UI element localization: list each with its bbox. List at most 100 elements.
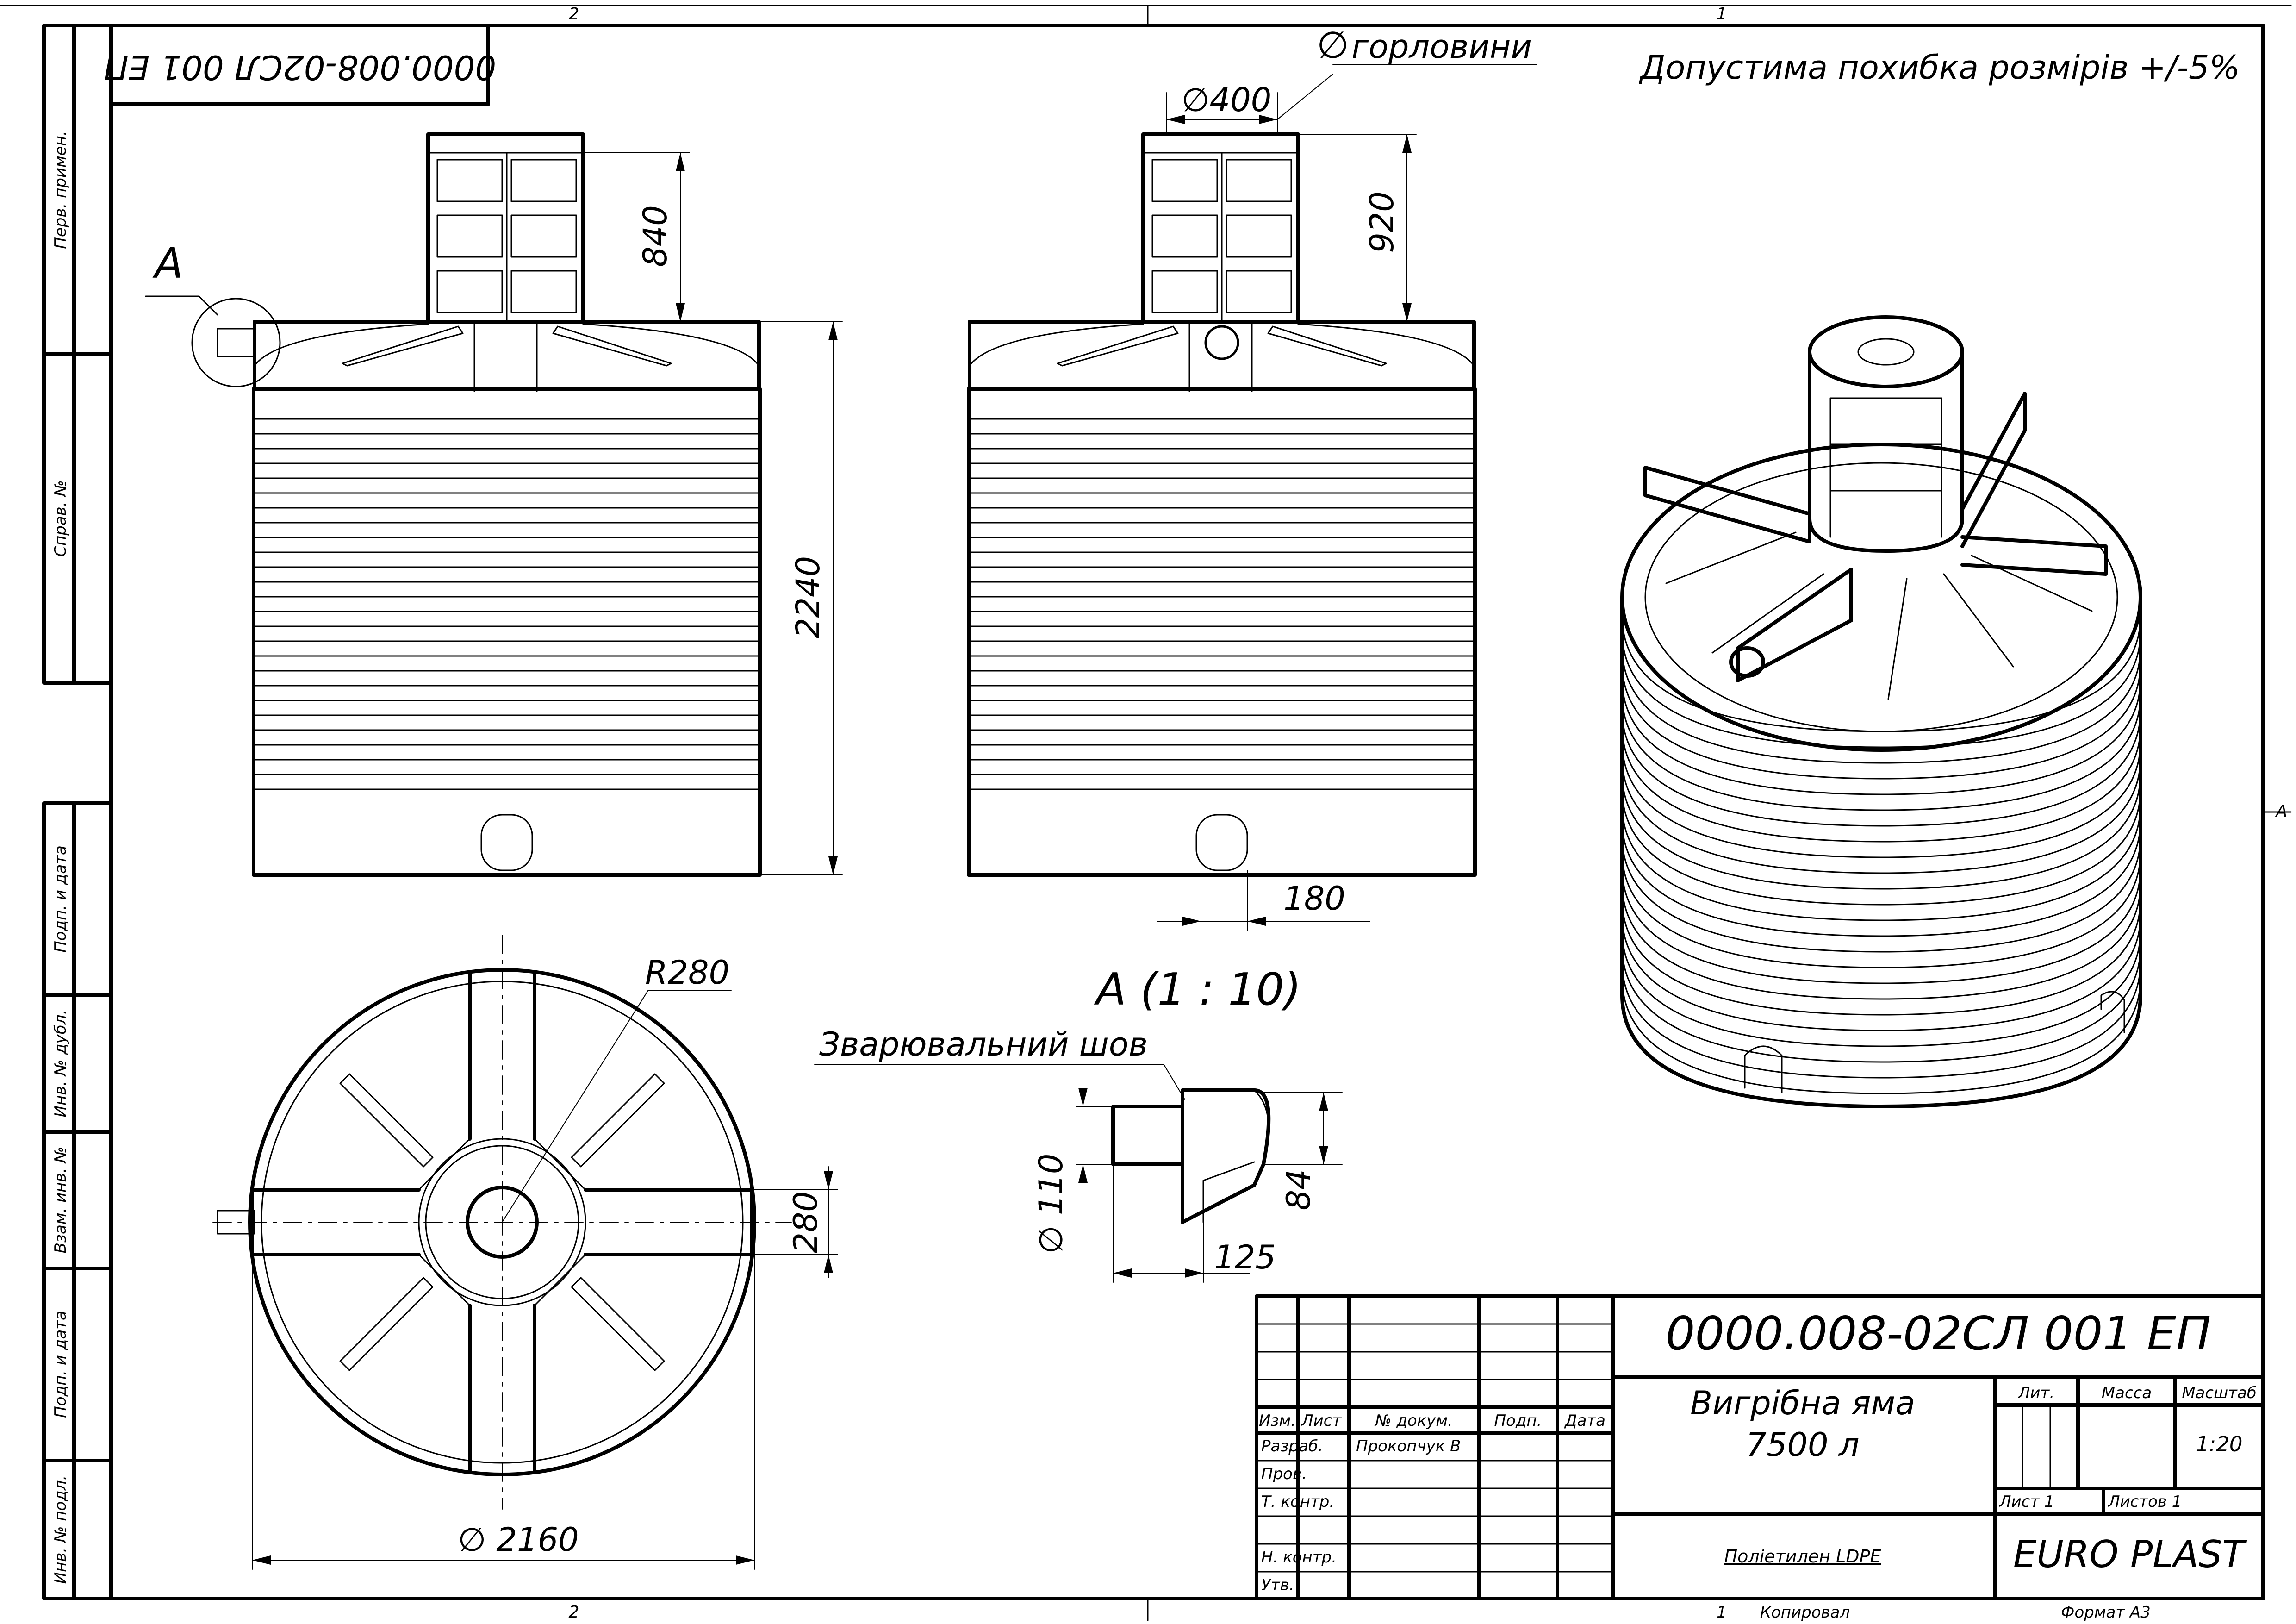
stamp-sprav-no: Справ. №: [51, 480, 70, 556]
dim-tank-diameter: [252, 1231, 755, 1570]
rib-curve: [1621, 725, 2141, 843]
rib-curve: [1621, 804, 2141, 921]
rib-curve: [1621, 773, 2141, 890]
rib-curve: [1621, 946, 2141, 1063]
dim-180: 180: [1283, 880, 1345, 918]
tb-prov: Пров.: [1261, 1465, 1307, 1483]
rib-curve: [1621, 757, 2141, 874]
tb-lit: Лит.: [2017, 1384, 2054, 1402]
stamp-inv-podl: Инв. № подл.: [51, 1475, 70, 1584]
footer-kopiroval: Копировал: [1760, 1603, 1850, 1622]
weld-label: Зварювальний шов: [819, 1025, 1148, 1063]
doc-title-line1: Вигрібна яма: [1690, 1384, 1915, 1422]
tb-izm: Изм.: [1259, 1412, 1296, 1430]
front-view-left: [191, 132, 762, 877]
doc-title-line2: 7500 л: [1746, 1426, 1859, 1464]
doc-material: Поліетилен LDPE: [1724, 1546, 1881, 1567]
dim-280: 280: [787, 1191, 825, 1253]
zone-top-right: 1: [1717, 5, 1727, 24]
rib-curve: [1621, 962, 2141, 1079]
dim-tank-height: [759, 321, 843, 875]
footer-kopiroval-no: 1: [1717, 1603, 1727, 1622]
tb-t-kontr: Т. контр.: [1261, 1493, 1334, 1511]
corrugation-ribs-left: [254, 418, 760, 790]
dim-2240: 2240: [789, 556, 827, 638]
tb-razrab-name: Прокопчук В: [1356, 1437, 1461, 1455]
tb-list: Лист: [1300, 1412, 1342, 1430]
dim-neck-diameter-value: ∅400: [1182, 81, 1272, 119]
rib-curve: [1621, 899, 2141, 1016]
dim-r280: R280: [645, 954, 729, 992]
stamp-inv-dubl: Инв. № дубл.: [51, 1010, 70, 1118]
dim-neck-height-right: [1298, 134, 1417, 322]
rib-curve: [1621, 678, 2141, 795]
front-view-right: [967, 132, 1477, 877]
dim-920: 920: [1363, 191, 1401, 253]
mirrored-code-box: 0000.008-02СЛ 001 ЕП: [104, 24, 496, 106]
isometric-view: [1620, 315, 2142, 1108]
tb-massa: Масса: [2102, 1384, 2152, 1402]
tb-masshtab: Масштаб: [2182, 1384, 2257, 1402]
dim-125: 125: [1214, 1238, 1276, 1276]
dim-outlet-spacing: [1157, 870, 1370, 931]
detail-title: A (1 : 10): [1093, 964, 1301, 1015]
doc-scale: 1:20: [2196, 1432, 2242, 1456]
zone-top-left: 2: [569, 5, 579, 24]
view-marker-a: A: [152, 239, 183, 288]
stamp-vzam-inv: Взам. инв. №: [51, 1147, 70, 1254]
doc-company: EURO PLAST: [2013, 1533, 2247, 1576]
rib-curve: [1621, 914, 2141, 1031]
dim-neck-diameter: [1166, 64, 1537, 135]
dim-neck-label: горловини: [1351, 28, 1532, 66]
tolerance-note: Допустима похибка розмірів +/-5%: [1639, 49, 2240, 87]
dim-neck-diam-symbol: ∅: [1317, 24, 1349, 67]
corrugation-ribs-right: [969, 418, 1475, 790]
footer-format: Формат А3: [2061, 1603, 2151, 1622]
dim-110: ∅ 110: [1032, 1154, 1070, 1254]
dim-radius: [502, 990, 732, 1223]
dim-2160: ∅ 2160: [458, 1521, 579, 1559]
rib-curve: [1621, 631, 2141, 748]
rib-curve: [1621, 820, 2141, 937]
rib-curve: [1621, 647, 2141, 764]
stamp-podp-data-1: Подп. и дата: [51, 845, 70, 953]
stamp-perv-primen: Перв. примен.: [51, 131, 70, 249]
rib-curve: [1621, 662, 2141, 780]
tb-listov: Листов 1: [2107, 1493, 2182, 1511]
zone-bottom-left: 2: [569, 1603, 579, 1622]
rib-curve: [1621, 930, 2141, 1047]
rib-curve: [1621, 836, 2141, 953]
stamp-podp-data-2: Подп. и дата: [51, 1311, 70, 1418]
tb-utv: Утв.: [1261, 1576, 1294, 1594]
dim-pipe-diameter: [1076, 1088, 1114, 1183]
rib-curve: [1621, 851, 2141, 968]
title-block: [1255, 1294, 2265, 1600]
rib-curve: [1621, 977, 2141, 1094]
zone-right-side: A: [2275, 802, 2288, 821]
dim-rib-width: [752, 1166, 838, 1278]
doc-code: 0000.008-02СЛ 001 ЕП: [1666, 1306, 2211, 1361]
dim-840: 840: [636, 205, 674, 267]
dim-neck-height-left: [583, 152, 690, 322]
rib-curve: [1621, 741, 2141, 858]
dim-flange-height: [1258, 1092, 1343, 1165]
dim-84: 84: [1280, 1169, 1318, 1210]
rib-curve: [1621, 867, 2141, 984]
dim-pipe-length: [1113, 1164, 1250, 1283]
rib-curve: [1621, 788, 2141, 906]
rib-curve: [1621, 694, 2141, 811]
top-view: [212, 935, 792, 1510]
tb-list-no: Лист 1: [1998, 1493, 2054, 1511]
rib-curve: [1621, 615, 2141, 732]
mirrored-code: 0000.008-02СЛ 001 ЕП: [104, 48, 496, 87]
tb-data: Дата: [1564, 1412, 1605, 1430]
rib-curve: [1621, 883, 2141, 1000]
tb-podp: Подп.: [1494, 1412, 1542, 1430]
side-stamp: [42, 24, 113, 1600]
tb-razrab: Разраб.: [1261, 1437, 1323, 1455]
tb-n-kontr: Н. контр.: [1261, 1548, 1337, 1567]
rib-curve: [1621, 710, 2141, 827]
corrugation-ribs-iso: [1621, 615, 2141, 1094]
tb-no-dokum: № докум.: [1374, 1412, 1453, 1430]
